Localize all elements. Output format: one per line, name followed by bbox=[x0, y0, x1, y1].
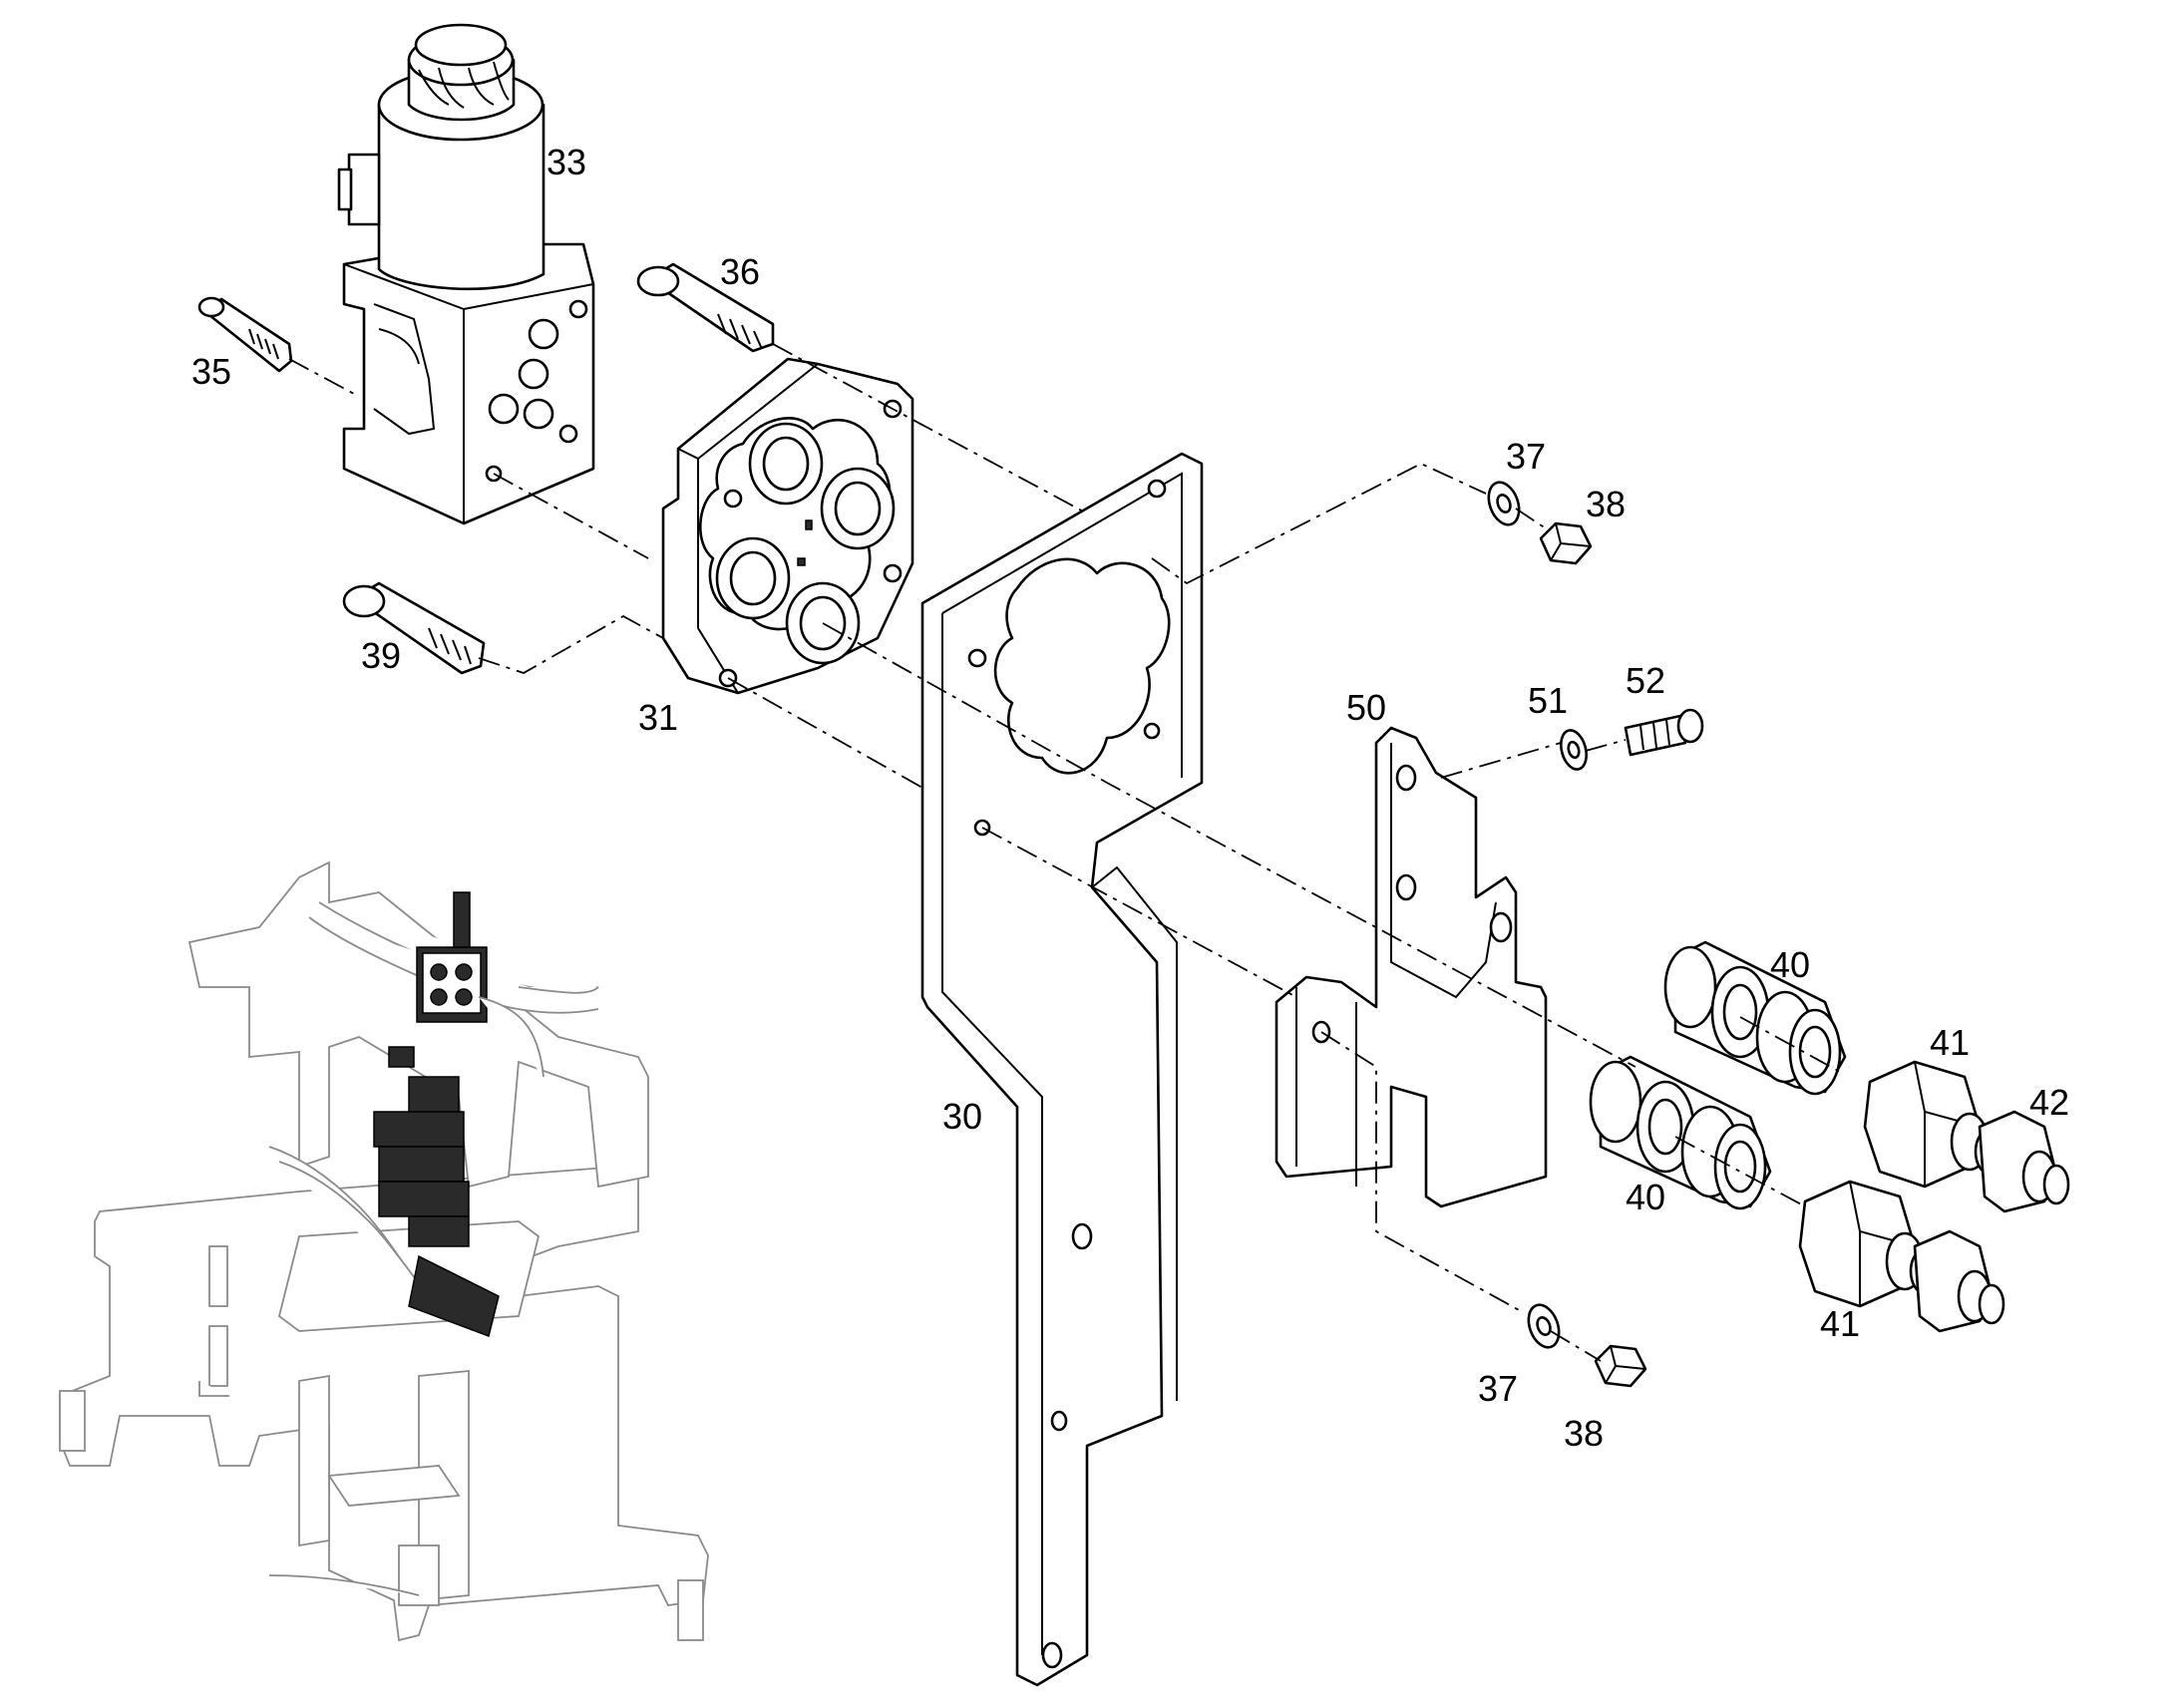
part-52-screw bbox=[1624, 708, 1704, 757]
overview-frame-inset bbox=[59, 860, 709, 1642]
part-30-main-bracket bbox=[920, 452, 1204, 1687]
callout-41-upper: 41 bbox=[1930, 1022, 1970, 1063]
part-31-mounting-cover bbox=[661, 357, 914, 695]
part-33-solenoid-valve bbox=[337, 23, 595, 525]
part-39-bolt bbox=[342, 581, 486, 675]
callout-50: 50 bbox=[1346, 687, 1386, 728]
callout-51: 51 bbox=[1528, 680, 1568, 721]
callout-38-upper: 38 bbox=[1586, 484, 1626, 524]
callout-40-lower: 40 bbox=[1626, 1177, 1665, 1217]
callout-33: 33 bbox=[546, 142, 586, 182]
part-51-washer bbox=[1560, 729, 1588, 771]
part-37-washer-lower bbox=[1527, 1303, 1561, 1349]
assembly-leader-lines bbox=[288, 343, 1841, 1362]
callout-30: 30 bbox=[942, 1096, 982, 1137]
part-38-nut-upper bbox=[1539, 521, 1593, 565]
callout-42: 42 bbox=[2029, 1082, 2069, 1123]
callout-labels: 33 36 35 39 31 30 37 38 50 51 52 40 41 4… bbox=[191, 142, 2069, 1454]
callout-31: 31 bbox=[638, 697, 678, 738]
callout-38-lower: 38 bbox=[1564, 1413, 1604, 1454]
part-50-bracket bbox=[1274, 726, 1548, 1208]
part-42-adapter bbox=[1978, 1110, 2070, 1213]
callout-40-upper: 40 bbox=[1770, 944, 1810, 985]
part-36-bolt bbox=[636, 262, 775, 353]
callout-52: 52 bbox=[1626, 660, 1665, 701]
part-35-bolt bbox=[197, 296, 293, 373]
callout-37-lower: 37 bbox=[1478, 1368, 1518, 1409]
part-40-fitting-lower bbox=[1589, 1055, 1772, 1210]
callout-39: 39 bbox=[361, 635, 401, 676]
part-37-washer-upper bbox=[1487, 481, 1521, 526]
callout-35: 35 bbox=[191, 351, 231, 392]
part-40-fitting-upper bbox=[1663, 940, 1847, 1096]
callout-41-lower: 41 bbox=[1820, 1303, 1860, 1344]
callout-37-upper: 37 bbox=[1506, 436, 1546, 477]
part-41-adapter-lower bbox=[1798, 1180, 2005, 1333]
part-38-nut-lower bbox=[1594, 1344, 1647, 1388]
callout-36: 36 bbox=[720, 251, 760, 292]
